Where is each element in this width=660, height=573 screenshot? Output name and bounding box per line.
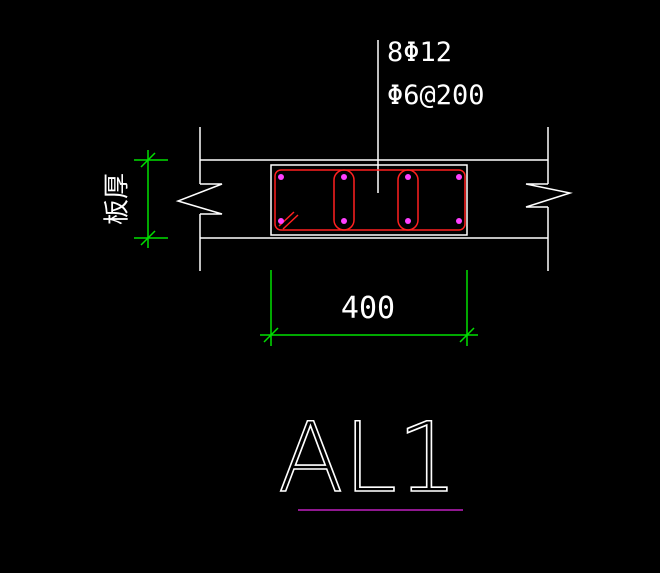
rebar-dots: [278, 174, 462, 224]
slab-thickness-dimension: [134, 150, 168, 248]
section-title: AL1: [278, 402, 458, 514]
rebar-spec-text: 8Φ12: [387, 37, 452, 68]
slab-outline: [175, 40, 573, 271]
width-dimension-text: 400: [341, 291, 395, 326]
stirrup-spec-text: Φ6@200: [387, 80, 485, 111]
width-dimension: [260, 270, 478, 346]
rebar-cage: [274, 169, 466, 231]
slab-thickness-label: 板厚: [103, 173, 133, 225]
